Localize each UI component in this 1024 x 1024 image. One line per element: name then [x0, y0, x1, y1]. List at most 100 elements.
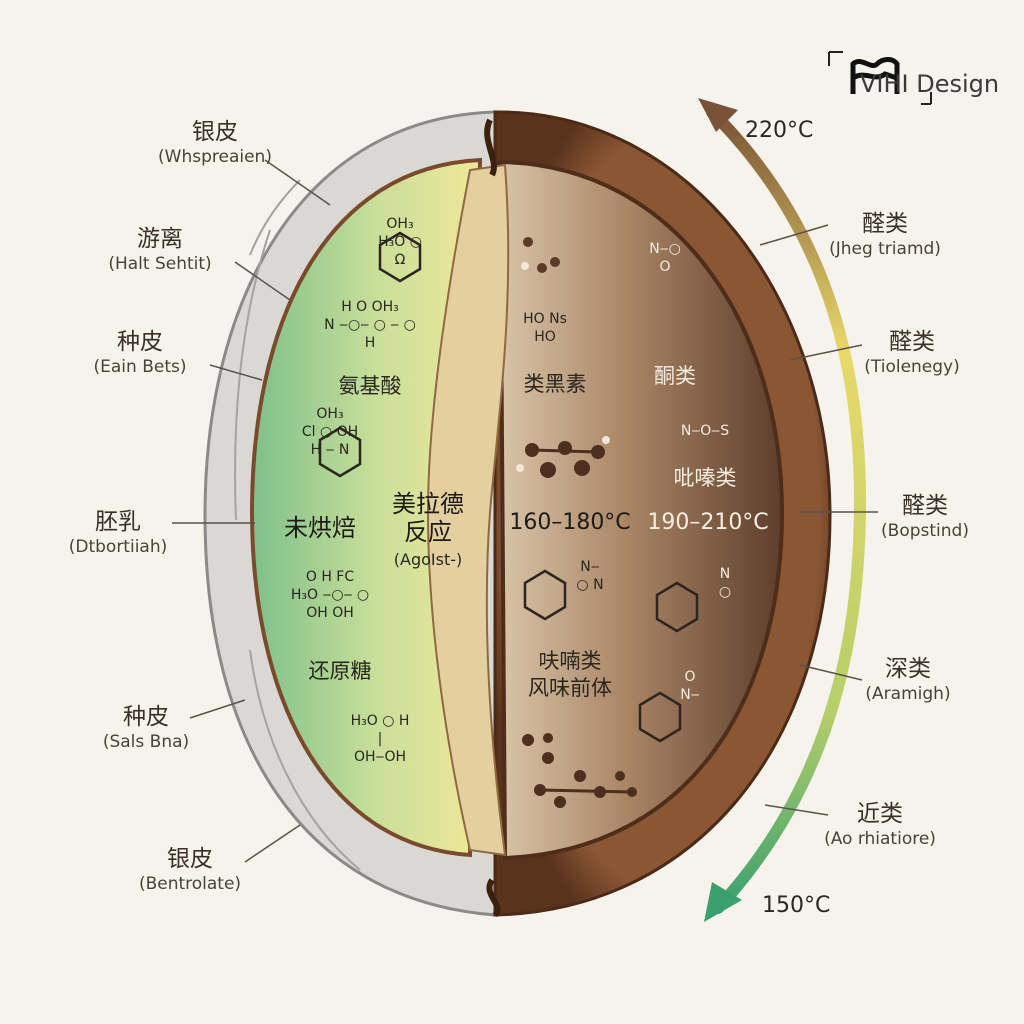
molecule-right-3: N‒O‒S: [681, 422, 729, 440]
left-label-free: 游离 (Halt Sehtit): [108, 225, 211, 275]
label-zh: 醛类: [902, 493, 948, 519]
label-maillard: 美拉德 反应 (AgoIst-): [392, 490, 464, 574]
molecule-right-4: N‒ ○ N: [576, 558, 603, 594]
label-zh: 游离: [137, 226, 183, 252]
molecule-right-5: N ○: [719, 565, 731, 601]
unroasted-endosperm: [249, 157, 483, 858]
arrow-head-top: [698, 98, 738, 132]
left-label-seed-coat-bottom: 种皮 (Sals Bna): [103, 703, 189, 753]
molecule-line: N: [719, 566, 731, 582]
label-en: (Dtbortiiah): [68, 537, 168, 557]
right-leader-lines: [759, 224, 878, 816]
molecule-right-6: O N‒: [680, 668, 699, 704]
molecule-left-5: H₃O ○ H | OH‒OH: [351, 712, 410, 766]
molecule-right-1: HO Ns HO: [523, 310, 567, 346]
molecule-left-4: O H FC H₃O ‒○‒ ○ OH OH: [291, 568, 369, 622]
vihi-logo-icon: [828, 51, 932, 105]
maillard-line1: 美拉德: [392, 490, 464, 518]
molecule-line: O H FC: [305, 569, 355, 585]
molecule-line: H₃O ‒○‒ ○: [290, 587, 370, 603]
right-label-aldehydes-3: 醛类 (Bopstind): [881, 492, 969, 542]
label-en: (Halt Sehtit): [108, 254, 212, 274]
molecule-line: |: [377, 731, 383, 747]
ring-structures: [318, 231, 699, 743]
label-zh: 醛类: [861, 211, 908, 237]
label-pyrazines: 吡嗪类: [673, 466, 737, 490]
temperature-arrow: [706, 106, 866, 914]
molecule-left-1: OH₃ H₃O ○ Ω: [378, 215, 422, 269]
label-amino-acids: 氨基酸: [338, 374, 402, 398]
left-leader-lines: [172, 159, 331, 863]
label-zh: 种皮: [117, 329, 163, 355]
furans-line1: 呋喃类: [538, 649, 602, 673]
label-temp-160-180: 160–180°C: [509, 510, 631, 535]
molecule-line: ○: [718, 584, 732, 600]
label-en: (Bentrolate): [138, 874, 242, 894]
left-label-endosperm: 胚乳 (Dtbortiiah): [69, 508, 168, 558]
left-label-silverskin-top: 银皮 (Whspreaien): [158, 118, 272, 168]
molecule-right-2: N‒○ O: [649, 240, 681, 276]
molecule-line: H ‒ N: [310, 442, 350, 458]
molecule-left-3: OH₃ Cl ○ OH H ‒ N: [302, 405, 358, 459]
brand-name: VIHI Design: [860, 70, 1000, 98]
molecule-line: N‒○: [649, 241, 681, 257]
molecule-cluster-bottom: [522, 733, 637, 808]
label-furans: 呋喃类 风味前体: [528, 648, 612, 702]
center-fissure: [426, 163, 510, 857]
right-label-near: 近类 (Ao rhiatiore): [824, 800, 936, 850]
label-en: (Whspreaien): [158, 147, 272, 167]
molecule-line: OH OH: [306, 605, 354, 621]
right-label-aldehydes-2: 醛类 (Tiolenegy): [864, 328, 960, 378]
molecule-line: OH‒OH: [353, 749, 406, 765]
maillard-line2: 反应: [404, 518, 452, 546]
label-en: (Bopstind): [881, 521, 969, 541]
label-en: (Ao rhiatiore): [824, 829, 936, 849]
molecule-line: HO Ns: [523, 311, 567, 327]
center-crease: [484, 118, 501, 918]
label-ketones: 酮类: [654, 364, 696, 388]
temp-scale-bottom: 150°C: [762, 893, 831, 918]
right-label-aldehydes-1: 醛类 (Jheg triamd): [829, 210, 941, 260]
molecule-line: H: [364, 335, 376, 351]
label-unroasted: 未烘焙: [284, 514, 356, 542]
molecule-line: OH₃: [316, 406, 344, 422]
right-label-deep: 深类 (Aramigh): [865, 655, 950, 705]
left-label-silverskin-bottom: 银皮 (Bentrolate): [139, 845, 241, 895]
molecule-line: Ω: [394, 252, 406, 268]
molecule-line: N ‒○‒ ○ ‒ ○: [324, 317, 416, 333]
roasted-endosperm: [497, 159, 785, 861]
molecule-line: H₃O ○: [378, 234, 422, 250]
maillard-en: (AgoIst-): [393, 550, 463, 569]
label-en: (Tiolenegy): [864, 357, 960, 377]
molecule-line: N‒O‒S: [680, 423, 730, 439]
label-en: (Eain Bets): [93, 357, 187, 377]
label-melanoidins: 类黑素: [523, 372, 587, 396]
arrow-head-bottom: [704, 882, 742, 922]
label-zh: 银皮: [191, 119, 238, 145]
label-temp-190-210: 190–210°C: [647, 510, 769, 535]
molecule-line: HO: [534, 329, 556, 345]
label-en: (Sals Bna): [102, 732, 190, 752]
label-zh: 深类: [885, 656, 931, 682]
molecule-line: H O OH₃: [341, 299, 399, 315]
label-zh: 种皮: [123, 704, 169, 730]
furans-line2: 风味前体: [528, 676, 612, 700]
molecule-balls-top: [521, 237, 560, 273]
label-zh: 胚乳: [94, 509, 141, 535]
label-reducing-sugars: 还原糖: [308, 659, 372, 683]
molecule-line: Cl ○ OH: [301, 424, 359, 440]
molecule-line: O: [659, 259, 671, 275]
molecule-line: H₃O ○ H: [350, 713, 410, 729]
label-en: (Jheg triamd): [829, 239, 941, 259]
silverskin-texture: [234, 179, 361, 871]
molecule-cluster-middle: [516, 436, 610, 478]
label-en: (Aramigh): [865, 684, 951, 704]
molecule-line: ○ N: [576, 577, 604, 593]
molecule-left-2: H O OH₃ N ‒○‒ ○ ‒ ○ H: [324, 298, 416, 352]
left-label-seed-coat-top: 种皮 (Eain Bets): [94, 328, 187, 378]
label-zh: 近类: [857, 801, 903, 827]
temp-scale-top: 220°C: [745, 118, 814, 143]
molecule-line: OH₃: [386, 216, 414, 232]
molecule-line: N‒: [680, 687, 700, 703]
